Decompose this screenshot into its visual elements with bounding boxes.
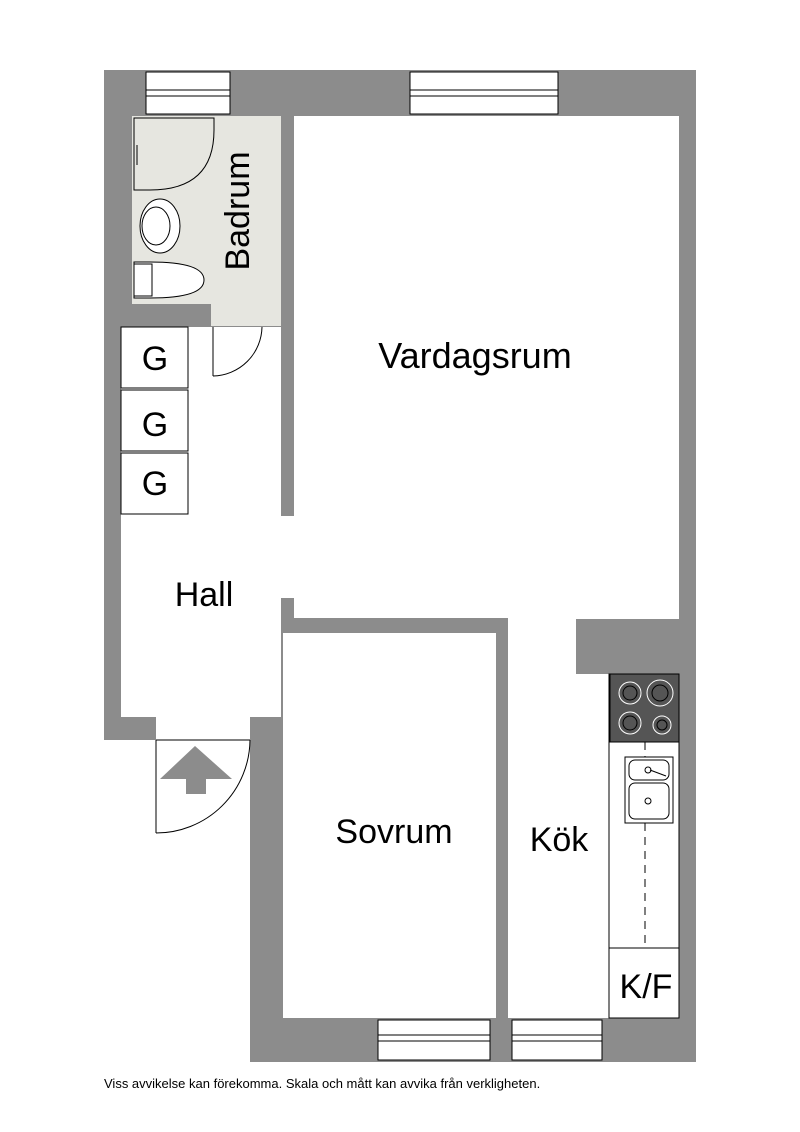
room-label-fridge-freezer: K/F [620,968,673,1006]
bathroom-fixtures [133,117,215,299]
disclaimer-text: Viss avvikelse kan förekomma. Skala och … [104,1076,541,1091]
entrance-wall-right [250,717,283,1062]
window-living [409,71,559,115]
outside-area [104,740,250,1070]
right-wall [679,70,696,1062]
room-label-hall: Hall [175,576,234,614]
outside-area [104,1062,704,1082]
wardrobe-1 [120,326,189,389]
wardrobe-label-1: G [142,340,168,378]
wardrobe-2 [120,389,189,452]
entrance-arrow-icon [160,746,232,794]
shower-icon [133,117,215,191]
room-label-living: Vardagsrum [378,335,571,376]
wardrobe-3 [120,452,189,515]
kitchen-counter [608,673,680,1019]
room-label-bathroom: Badrum [219,151,257,270]
window-kitchen [511,1019,603,1061]
entrance-door [155,739,251,834]
fridge-freezer [608,947,680,1019]
window-bathroom [145,71,231,115]
windows [145,71,603,1061]
room-label-bedroom: Sovrum [335,813,452,851]
wardrobes [120,326,189,515]
window-bedroom [377,1019,491,1061]
wardrobe-label-2: G [142,406,168,444]
room-label-kitchen: Kök [530,821,590,859]
bathroom-door [212,326,263,377]
floor-area [121,116,679,1018]
wardrobe-label-3: G [142,465,168,503]
entrance-wall-left [104,717,156,740]
